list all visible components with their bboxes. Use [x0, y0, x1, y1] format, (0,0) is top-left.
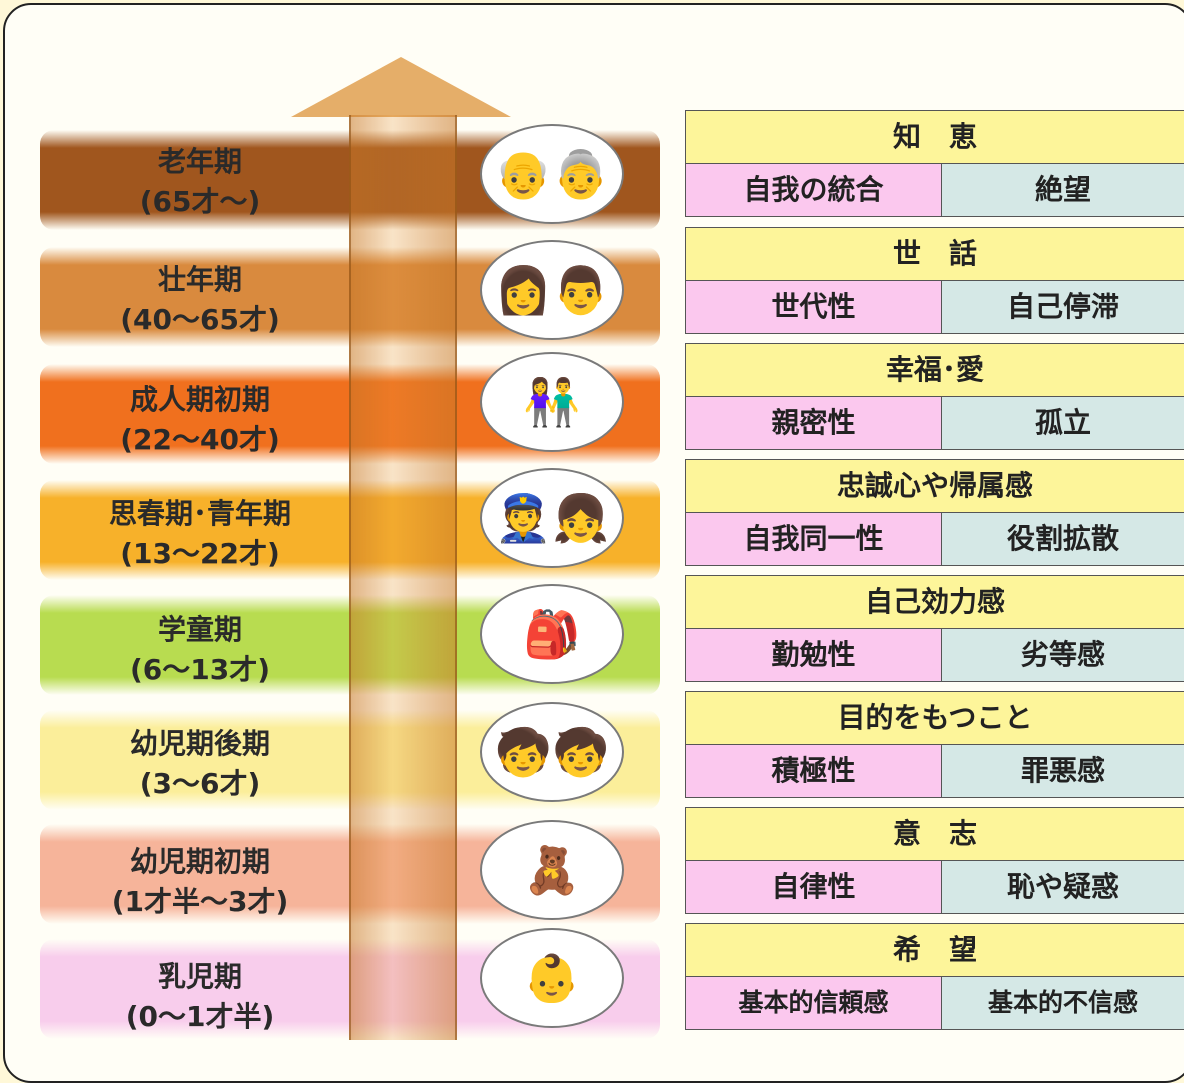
virtue-label: 知 恵 [686, 111, 1184, 164]
stage-crisis-box: 目的をもつこと積極性罪悪感 [685, 691, 1184, 798]
stage-crisis-box: 世 話世代性自己停滞 [685, 227, 1184, 334]
young-adult-couple-icon: 👫 [480, 352, 624, 452]
growth-arrow-head [291, 57, 511, 117]
virtue-label: 世 話 [686, 228, 1184, 281]
stage-label: 幼児期後期 (3〜6才) [35, 724, 365, 804]
young-adult-couple-icon: 👫 [523, 374, 581, 429]
positive-trait: 自我同一性 [686, 513, 942, 565]
stage-name: 成人期初期 [129, 383, 270, 416]
stage-crisis-box: 忠誠心や帰属感自我同一性役割拡散 [685, 459, 1184, 566]
toddler-playing-icon: 🧸 [480, 820, 624, 920]
kindergarten-kids-icon: 🧒🧒 [494, 724, 610, 779]
negative-trait: 恥や疑惑 [942, 861, 1184, 913]
crisis-row: 勤勉性劣等感 [686, 629, 1184, 681]
students-icon: 👮👧 [494, 490, 610, 545]
stage-label: 思春期･青年期 (13〜22才) [35, 494, 365, 574]
stage-crisis-box: 意 志自律性恥や疑惑 [685, 807, 1184, 914]
schoolchildren-icon: 🎒 [523, 606, 581, 661]
toddler-playing-icon: 🧸 [523, 842, 581, 897]
negative-trait: 絶望 [942, 164, 1184, 216]
stage-age: (40〜65才) [120, 303, 280, 336]
stage-name: 幼児期後期 [129, 727, 270, 760]
crisis-row: 基本的信頼感基本的不信感 [686, 977, 1184, 1029]
positive-trait: 勤勉性 [686, 629, 942, 681]
virtue-label: 自己効力感 [686, 576, 1184, 629]
stage-age: (3〜6才) [139, 767, 261, 800]
stage-age: (1才半〜3才) [111, 885, 289, 918]
elderly-couple-icon: 👴👵 [494, 146, 610, 201]
crisis-row: 積極性罪悪感 [686, 745, 1184, 797]
elderly-couple-icon: 👴👵 [480, 124, 624, 224]
virtue-label: 目的をもつこと [686, 692, 1184, 745]
virtue-label: 希 望 [686, 924, 1184, 977]
stage-name: 思春期･青年期 [108, 497, 291, 530]
schoolchildren-icon: 🎒 [480, 584, 624, 684]
positive-trait: 積極性 [686, 745, 942, 797]
stage-crisis-box: 自己効力感勤勉性劣等感 [685, 575, 1184, 682]
crisis-row: 親密性孤立 [686, 397, 1184, 449]
students-icon: 👮👧 [480, 468, 624, 568]
stage-age: (13〜22才) [120, 537, 280, 570]
stage-label: 壮年期 (40〜65才) [35, 260, 365, 340]
crisis-row: 自我の統合絶望 [686, 164, 1184, 216]
virtue-label: 意 志 [686, 808, 1184, 861]
positive-trait: 自律性 [686, 861, 942, 913]
negative-trait: 劣等感 [942, 629, 1184, 681]
stage-age: (65才〜) [139, 185, 261, 218]
stage-age: (22〜40才) [120, 423, 280, 456]
stage-label: 成人期初期 (22〜40才) [35, 380, 365, 460]
stage-name: 幼児期初期 [129, 845, 270, 878]
middle-aged-couple-icon: 👩👨 [480, 240, 624, 340]
stage-label: 乳児期 (0〜1才半) [35, 957, 365, 1037]
negative-trait: 役割拡散 [942, 513, 1184, 565]
middle-aged-couple-icon: 👩👨 [494, 262, 610, 317]
stage-name: 学童期 [157, 613, 242, 646]
negative-trait: 自己停滞 [942, 281, 1184, 333]
growth-arrow-shaft [349, 115, 457, 1040]
stage-crisis-box: 幸福･愛親密性孤立 [685, 343, 1184, 450]
positive-trait: 自我の統合 [686, 164, 942, 216]
virtue-label: 忠誠心や帰属感 [686, 460, 1184, 513]
positive-trait: 基本的信頼感 [686, 977, 942, 1029]
negative-trait: 基本的不信感 [942, 977, 1184, 1029]
stage-name: 乳児期 [157, 960, 242, 993]
virtue-label: 幸福･愛 [686, 344, 1184, 397]
negative-trait: 孤立 [942, 397, 1184, 449]
kindergarten-kids-icon: 🧒🧒 [480, 702, 624, 802]
positive-trait: 親密性 [686, 397, 942, 449]
crisis-row: 自律性恥や疑惑 [686, 861, 1184, 913]
positive-trait: 世代性 [686, 281, 942, 333]
baby-icon: 👶 [480, 928, 624, 1028]
negative-trait: 罪悪感 [942, 745, 1184, 797]
diagram-frame: 老年期 (65才〜) 👴👵 知 恵自我の統合絶望壮年期 (40〜65才) 👩👨 世 話世代性… [3, 3, 1184, 1083]
stage-label: 老年期 (65才〜) [35, 142, 365, 222]
crisis-row: 世代性自己停滞 [686, 281, 1184, 333]
stage-label: 幼児期初期 (1才半〜3才) [35, 842, 365, 922]
stage-age: (6〜13才) [129, 653, 271, 686]
stage-name: 老年期 [157, 145, 242, 178]
stage-age: (0〜1才半) [125, 1000, 275, 1033]
stage-label: 学童期 (6〜13才) [35, 610, 365, 690]
stage-crisis-box: 知 恵自我の統合絶望 [685, 110, 1184, 217]
stage-name: 壮年期 [157, 263, 242, 296]
stage-crisis-box: 希 望基本的信頼感基本的不信感 [685, 923, 1184, 1030]
crisis-row: 自我同一性役割拡散 [686, 513, 1184, 565]
baby-icon: 👶 [523, 950, 581, 1005]
